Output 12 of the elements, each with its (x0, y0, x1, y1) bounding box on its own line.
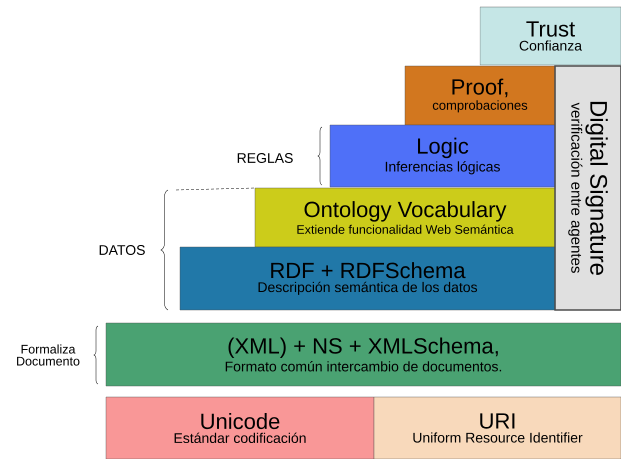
layer-box: Ontology Vocabulary Extiende funcionalidad Web Semántica (254, 188, 556, 248)
layer-box: Digital Signature verificación entre agentes (554, 65, 621, 311)
side-label: REGLAS (238, 153, 293, 163)
layer-box: Trust Confianza (480, 6, 621, 66)
layer-box: RDF + RDFSchema Descripción semántica de los datos (180, 246, 556, 310)
layer-box: (XML) + NS + XMLSchema, Formato común intercambio de documentos. (106, 322, 621, 386)
layer-box: Unicode Estándar codificación (106, 396, 374, 459)
layer-box: Logic Inferencias lógicas (330, 124, 556, 188)
layer-box: Proof, comprobaciones (404, 66, 556, 126)
side-label: Formaliza Documento (17, 344, 80, 366)
side-label: DATOS (100, 245, 145, 255)
layer-box: URI Uniform Resource Identifier (374, 396, 621, 459)
